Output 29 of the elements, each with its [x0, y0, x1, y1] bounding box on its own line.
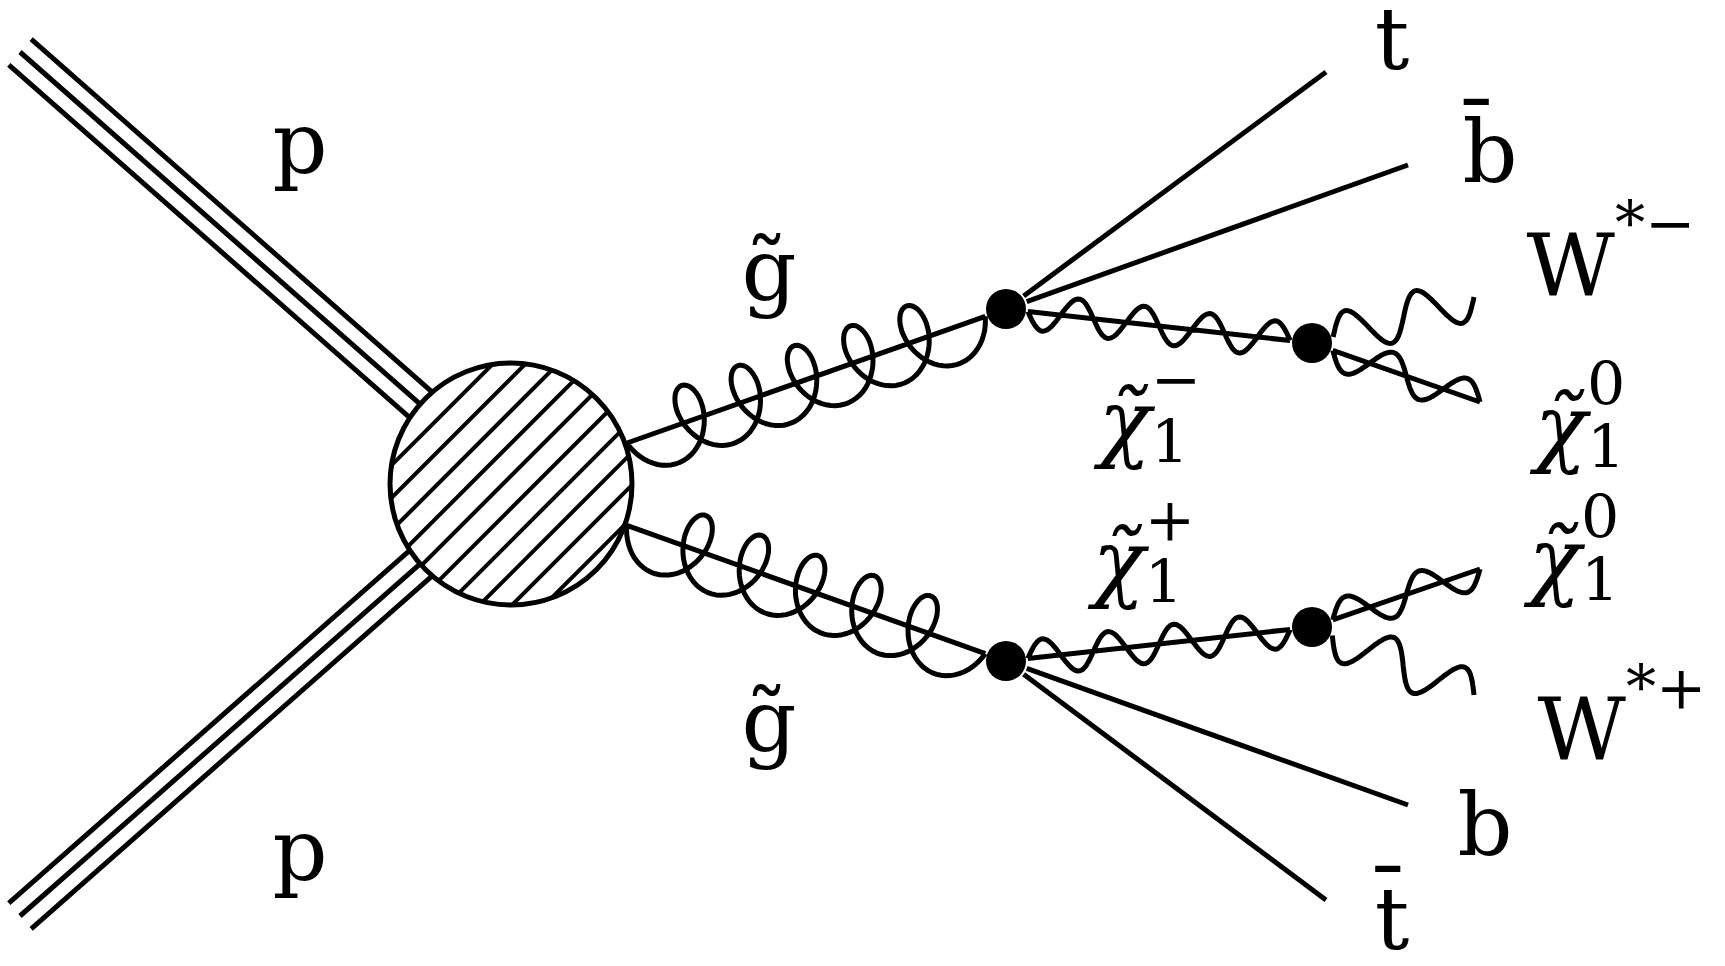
vertex-dot: [1292, 607, 1332, 647]
particle-label: t: [1373, 0, 1411, 92]
particle-label: t̄: [1369, 848, 1415, 966]
straight-line: [1025, 162, 1409, 304]
curly-line: [624, 512, 988, 679]
vertex-dot: [986, 641, 1026, 681]
curly-line: [624, 303, 988, 468]
straight-line: [1022, 70, 1328, 298]
hatched-blob: [387, 360, 635, 608]
particle-label: g̃: [740, 670, 798, 774]
wavy-line: [1329, 634, 1477, 696]
straight-line: [1025, 666, 1409, 808]
vertex-dot: [986, 289, 1026, 329]
wavy-line: [1330, 347, 1483, 405]
particle-label: b̄: [1457, 81, 1523, 217]
particle-label: p: [271, 799, 329, 903]
wavy-line: [1025, 296, 1293, 356]
wavy-line: [1330, 566, 1483, 623]
wavy-line: [1025, 614, 1293, 674]
wavy-line: [1330, 288, 1477, 346]
triple-line: [6, 36, 434, 419]
particle-label: W$^{*+}$: [1536, 658, 1708, 782]
triple-line: [6, 549, 434, 932]
particle-label: p: [271, 92, 329, 196]
particle-label: g̃: [740, 219, 798, 323]
straight-line: [1022, 672, 1328, 902]
particle-label: W$^{*−}$: [1525, 194, 1697, 318]
vertex-dot: [1292, 323, 1332, 363]
particle-label: b: [1456, 774, 1514, 878]
